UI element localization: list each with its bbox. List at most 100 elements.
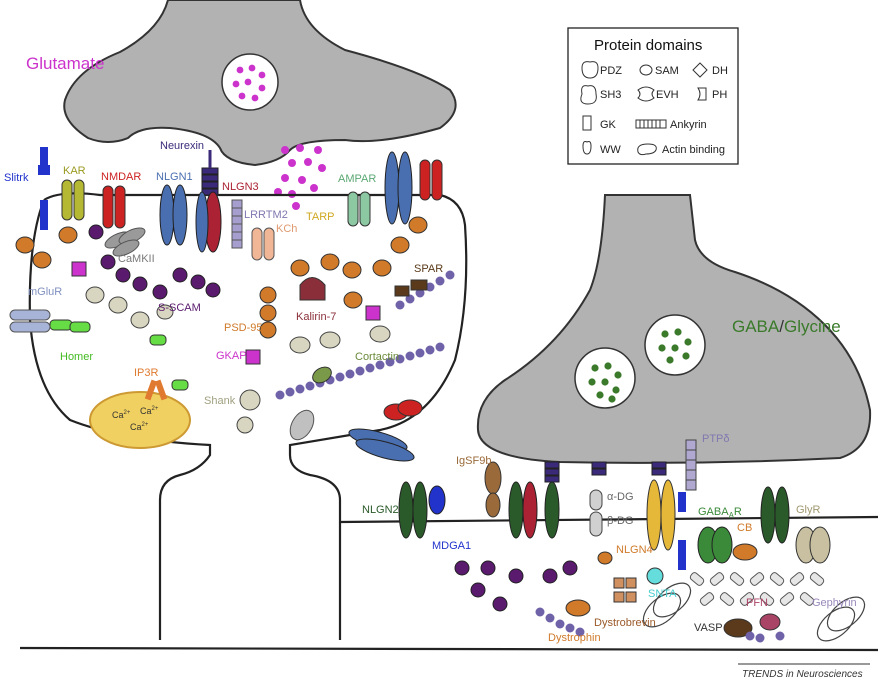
shank-label: Shank	[204, 395, 236, 407]
pfn-label: PFN	[746, 597, 768, 609]
dystrobrevin	[614, 578, 636, 602]
pdz-icon	[582, 62, 598, 78]
legend-label-ww: WW	[600, 144, 621, 156]
tarp-label: TARP	[306, 211, 335, 223]
legend-label-gk: GK	[600, 119, 617, 131]
nlgn3-label: NLGN3	[222, 181, 259, 193]
inhibitory-vesicle-1	[575, 348, 635, 408]
slitrk-protein	[38, 147, 50, 230]
igsf9b-protein	[485, 462, 501, 517]
ca-symbol: Ca	[130, 422, 142, 432]
nlgn2-protein	[399, 482, 427, 538]
yellow-nlgn	[647, 480, 675, 550]
gephyrin-label: Gephyrin	[812, 597, 857, 609]
ptp-label: PTPδ	[702, 433, 730, 445]
glyr-receptor-dark	[761, 487, 789, 543]
spar-label: SPAR	[414, 263, 443, 275]
gkap-label: GKAP	[216, 350, 247, 362]
ca-charge: 2+	[124, 410, 131, 416]
ampar-receptor	[348, 192, 370, 226]
vasp-label: VASP	[694, 622, 723, 634]
ww-icon	[583, 142, 591, 155]
glutamate-label: Glutamate	[26, 54, 104, 73]
legend-label-actin-binding: Actin binding	[662, 144, 725, 156]
nlgn1-label: NLGN1	[156, 171, 193, 183]
nmdar-label: NMDAR	[101, 171, 141, 183]
neurexin-stack	[202, 168, 218, 195]
gabaar-prefix: GABA	[698, 506, 729, 518]
evh-icon	[638, 87, 654, 101]
sscam-label: S-SCAM	[158, 302, 201, 314]
legend-label-dh: DH	[712, 65, 728, 77]
ca-symbol: Ca	[112, 410, 124, 420]
cb-label: CB	[737, 522, 752, 534]
kalirin-protein	[300, 278, 325, 301]
sam-icon	[640, 65, 652, 75]
ca-symbol: Ca	[140, 406, 152, 416]
dystrophin	[566, 600, 590, 616]
gk-icon	[583, 116, 591, 130]
legend-label-ankyrin: Ankyrin	[670, 119, 707, 131]
nmdar-lower	[384, 400, 422, 420]
neurexin-label: Neurexin	[160, 140, 204, 152]
legend-label-evh: EVH	[656, 89, 679, 101]
snta-protein	[647, 568, 663, 584]
inhibitory-purple-scaffold	[455, 561, 577, 611]
gabaar-suffix: R	[734, 506, 742, 518]
actin-binding-icon	[638, 144, 657, 155]
homer-label: Homer	[60, 351, 93, 363]
gabaar-receptor	[698, 527, 732, 563]
neurexin-inhibitory	[545, 462, 666, 482]
blue-slitrk-inhibitory	[678, 492, 686, 570]
sh3-icon	[581, 86, 596, 104]
dystroglycan	[590, 490, 602, 536]
glyr-receptor	[796, 527, 830, 563]
kch-channel	[252, 228, 274, 260]
legend-label-sam: SAM	[655, 65, 679, 77]
collybistin	[733, 544, 757, 560]
dystrobrevin-label: Dystrobrevin	[594, 617, 656, 629]
gaba-glycine-label: GABA/Glycine	[732, 317, 841, 336]
nlgn3-partner	[196, 192, 208, 252]
gaba-label: GABA	[732, 317, 780, 336]
er-ca-store	[90, 392, 190, 448]
mdga1-protein	[429, 486, 445, 514]
ca-charge: 2+	[142, 422, 149, 428]
glycine-label: Glycine	[784, 317, 841, 336]
glyr-label: GlyR	[796, 504, 821, 516]
legend-label-sh3: SH3	[600, 89, 621, 101]
legend-title: Protein domains	[594, 37, 702, 54]
kar-receptor	[62, 180, 84, 220]
alpha-dg-label: α-DG	[607, 491, 634, 503]
nlgn4-protein	[598, 552, 612, 564]
snta-label: SNTA	[648, 588, 677, 600]
slitrk-label: Slitrk	[4, 172, 29, 184]
lrrtm2-protein	[232, 200, 242, 248]
nlgn4-label: NLGN4	[616, 544, 653, 556]
ampar-blue-receptor	[385, 152, 412, 224]
nlgn2-label: NLGN2	[362, 504, 399, 516]
credit-text: TRENDS in Neurosciences	[742, 669, 863, 680]
kch-label: KCh	[276, 223, 297, 235]
kar-label: KAR	[63, 165, 86, 177]
mglur-label: mGluR	[28, 286, 62, 298]
lrrtm2-label: LRRTM2	[244, 209, 288, 221]
psd95-label: PSD-95	[224, 322, 263, 334]
legend-label-ph: PH	[712, 89, 727, 101]
nlgn-pair-inhibitory	[509, 482, 559, 538]
ankyrin-icon	[636, 120, 666, 128]
ca-charge: 2+	[152, 406, 159, 412]
beta-dg-label: β-DG	[607, 515, 634, 527]
protein-domains-legend: Protein domains PDZ SAM DH SH3 EVH PH GK…	[568, 28, 738, 164]
legend-label-pdz: PDZ	[600, 65, 622, 77]
ptp-delta	[686, 440, 696, 490]
gabaar-label: GABAAR	[698, 506, 742, 520]
camkii-label: CaMKII	[118, 253, 155, 265]
ip3r-label: IP3R	[134, 367, 159, 379]
nmdar-receptor	[103, 186, 125, 228]
ampar-label: AMPAR	[338, 173, 376, 185]
psd95-chain	[16, 217, 427, 338]
kalirin-label: Kalirin-7	[296, 311, 336, 323]
